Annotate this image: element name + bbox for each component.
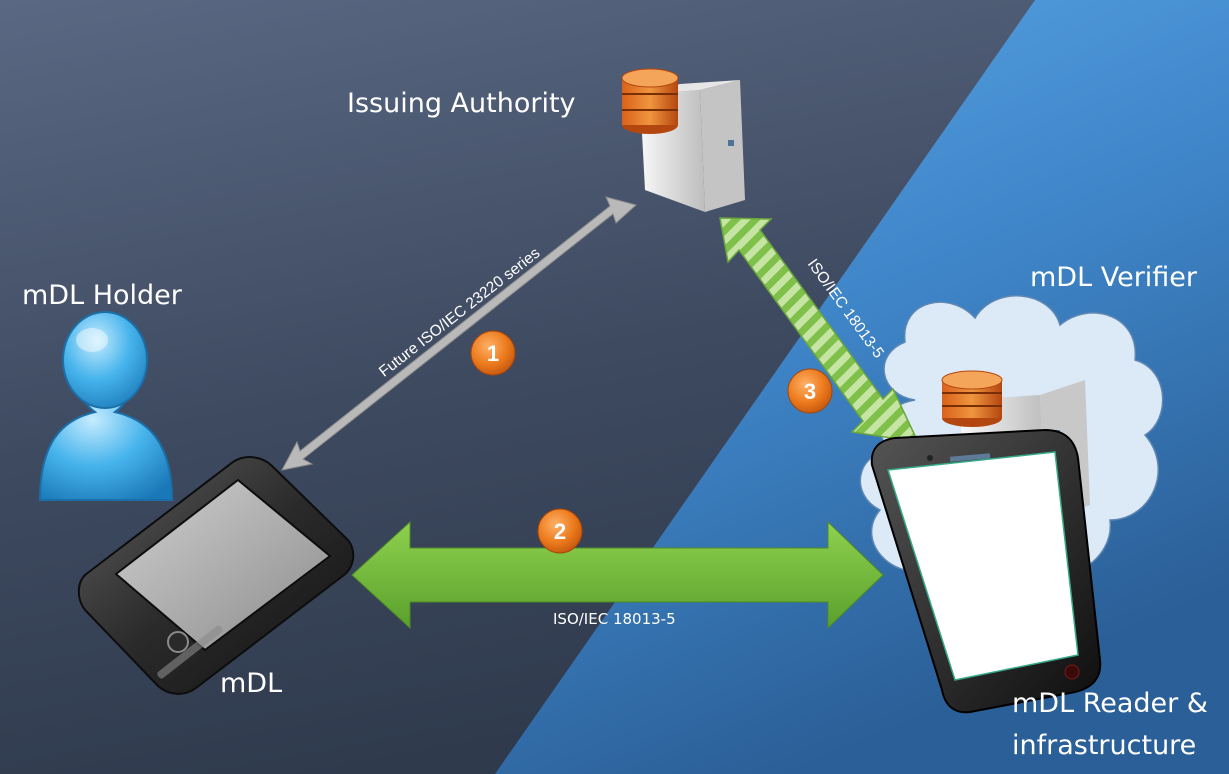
mdl-reader-label-line2: infrastructure bbox=[1012, 730, 1197, 761]
step-badge-3: 3 bbox=[787, 368, 833, 414]
link-2-arrow bbox=[351, 520, 884, 630]
server-database-icon bbox=[621, 68, 745, 212]
person-icon bbox=[38, 311, 174, 501]
issuing-authority-label: Issuing Authority bbox=[347, 88, 576, 119]
step-number-3: 3 bbox=[804, 379, 816, 404]
mdl-holder-label: mDL Holder bbox=[22, 280, 182, 311]
step-badge-1: 1 bbox=[470, 330, 516, 376]
step-number-1: 1 bbox=[487, 341, 499, 366]
mdl-verifier-label: mDL Verifier bbox=[1030, 262, 1198, 293]
link-2-protocol-label: ISO/IEC 18013-5 bbox=[553, 610, 676, 628]
step-badge-2: 2 bbox=[537, 508, 583, 554]
smartphone-icon bbox=[77, 456, 355, 695]
link-1-arrow bbox=[281, 196, 638, 471]
mdl-label: mDL bbox=[220, 668, 283, 699]
step-number-2: 2 bbox=[554, 519, 566, 544]
mdl-reader-label-line1: mDL Reader & bbox=[1012, 688, 1208, 719]
tablet-reader-icon bbox=[870, 428, 1102, 714]
